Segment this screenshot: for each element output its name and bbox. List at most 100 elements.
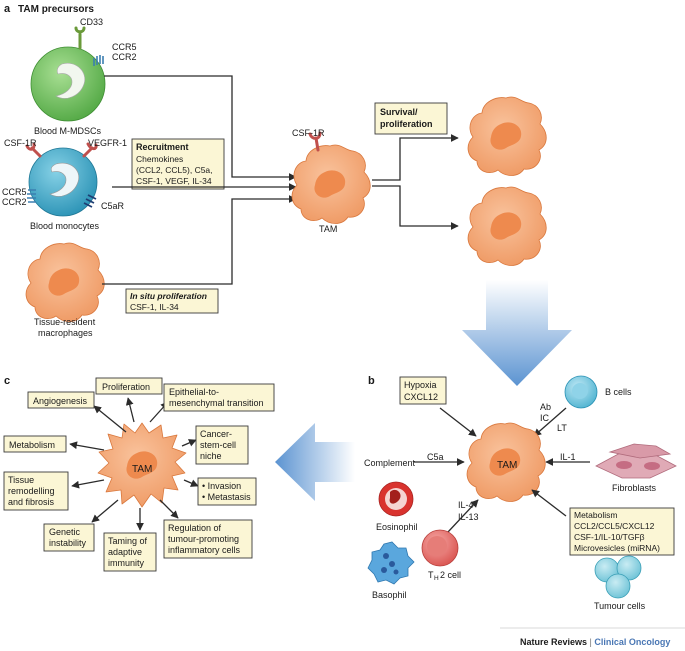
taming-label-1: Taming of bbox=[108, 536, 148, 546]
panel-c-letter: c bbox=[4, 375, 10, 387]
mono-ccr2-label: CCR2 bbox=[2, 197, 27, 207]
tissue-resident-label-2: macrophages bbox=[38, 328, 93, 338]
monocyte-cell bbox=[28, 147, 98, 217]
survival-line-1: Survival/ bbox=[380, 107, 418, 117]
b-cell bbox=[564, 375, 598, 409]
mdsc-ccr2-label: CCR2 bbox=[112, 52, 137, 62]
basophil-label: Basophil bbox=[372, 590, 407, 600]
metabolism-c-label: Metabolism bbox=[9, 440, 55, 450]
mdsc-ccr5-label: CCR5 bbox=[112, 42, 137, 52]
angiogenesis-label: Angiogenesis bbox=[33, 396, 88, 406]
th2-label-sub: H bbox=[434, 575, 439, 582]
footer-journal: Nature Reviews bbox=[520, 637, 587, 647]
fibroblast-cells bbox=[595, 443, 677, 479]
il13-label: IL-13 bbox=[458, 512, 479, 522]
recruitment-line: CSF-1, VEGF, IL-34 bbox=[136, 176, 212, 186]
il4-label: IL-4 bbox=[458, 500, 474, 510]
big-down-arrow bbox=[462, 280, 572, 386]
panel-c-tam-label: TAM bbox=[132, 464, 152, 475]
tissue-to-tam-arrow bbox=[102, 195, 297, 285]
mono-c5ar-label: C5aR bbox=[101, 201, 125, 211]
cd33-receptor-icon bbox=[74, 26, 86, 50]
recruitment-box bbox=[131, 138, 225, 190]
cxcl12-label: CXCL12 bbox=[404, 392, 438, 402]
regulation-box bbox=[163, 519, 253, 559]
big-left-arrow bbox=[275, 423, 355, 501]
tissue-resident-label: Tissue-resident bbox=[34, 317, 96, 327]
emt-box bbox=[163, 383, 275, 412]
proliferated-tam-lower bbox=[467, 186, 547, 266]
proliferation-box bbox=[95, 377, 163, 395]
tissue-remodelling-box bbox=[3, 471, 69, 511]
invasion-box bbox=[197, 477, 257, 506]
genetic-label-1: Genetic bbox=[49, 527, 81, 537]
tumour-cells bbox=[594, 555, 642, 599]
mono-ccr-receptor-icon bbox=[27, 189, 36, 203]
th2-cell bbox=[421, 529, 459, 567]
metabolism-box bbox=[569, 507, 675, 556]
c5a-label: C5a bbox=[427, 452, 444, 462]
mono-csf1r-label: CSF-1R bbox=[4, 138, 37, 148]
il1-label: IL-1 bbox=[560, 452, 576, 462]
emt-label-2: mesenchymal transition bbox=[169, 398, 264, 408]
mono-ccr5-label: CCR5 bbox=[2, 187, 27, 197]
insitu-box bbox=[125, 288, 219, 314]
tissue-remodelling-label-3: and fibrosis bbox=[8, 497, 55, 507]
emt-label-1: Epithelial-to- bbox=[169, 387, 219, 397]
tam-csf1r-receptor-icon bbox=[308, 131, 322, 152]
mdsc-ccr-receptor-icon bbox=[93, 55, 104, 66]
taming-label-2: adaptive bbox=[108, 547, 142, 557]
bcell-arrow bbox=[533, 407, 567, 437]
th2-label-main: T bbox=[428, 570, 434, 580]
metabolism-line: CCL2/CCL5/CXCL12 bbox=[574, 521, 655, 531]
hypoxia-arrow bbox=[439, 407, 477, 437]
niche-label-3: niche bbox=[200, 451, 222, 461]
survival-box bbox=[374, 102, 448, 135]
regulation-label-3: inflammatory cells bbox=[168, 545, 241, 555]
tissue-remodelling-label-2: remodelling bbox=[8, 486, 55, 496]
tam-to-upper-arrow bbox=[372, 134, 459, 181]
ab-label: Ab bbox=[540, 402, 551, 412]
tam-csf1r-label: CSF-1R bbox=[292, 128, 325, 138]
panel-b-tam-label: TAM bbox=[497, 460, 517, 471]
eosinophil-cell bbox=[378, 481, 414, 517]
fibroblasts-label: Fibroblasts bbox=[612, 483, 657, 493]
monocyte-label: Blood monocytes bbox=[30, 221, 100, 231]
central-tam-label: TAM bbox=[319, 224, 337, 234]
tam-to-lower-arrow bbox=[372, 185, 459, 230]
mono-vegfr1-receptor-icon bbox=[82, 142, 98, 158]
survival-line-2: proliferation bbox=[380, 119, 433, 129]
metabolism-c-box bbox=[3, 435, 67, 453]
metabolism-line: CSF-1/IL-10/TGFβ bbox=[574, 532, 645, 542]
insitu-line: CSF-1, IL-34 bbox=[130, 302, 179, 312]
insitu-title: In situ proliferation bbox=[130, 291, 207, 301]
cd33-label: CD33 bbox=[80, 17, 103, 27]
panel-a-letter: a bbox=[4, 3, 11, 15]
taming-label-3: immunity bbox=[108, 558, 145, 568]
bcells-label: B cells bbox=[605, 387, 632, 397]
genetic-instability-box bbox=[43, 523, 95, 552]
tumour-cells-label: Tumour cells bbox=[594, 601, 646, 611]
complement-label: Complement bbox=[364, 458, 416, 468]
tumour-arrow bbox=[531, 489, 567, 517]
panel-a-title: TAM precursors bbox=[18, 4, 94, 15]
niche-box bbox=[195, 425, 249, 465]
recruitment-line: (CCL2, CCL5), C5a, bbox=[136, 165, 213, 175]
mdsc-cell bbox=[30, 46, 106, 122]
hypoxia-label: Hypoxia bbox=[404, 380, 437, 390]
tissue-remodelling-label-1: Tissue bbox=[8, 475, 34, 485]
mono-vegfr1-label: VEGFR-1 bbox=[88, 138, 127, 148]
central-tam-cell bbox=[291, 144, 371, 225]
footer-section: Clinical Oncology bbox=[594, 637, 670, 647]
hypoxia-box bbox=[399, 376, 447, 405]
metabolism-line: Microvesicles (miRNA) bbox=[574, 543, 660, 553]
lt-label: LT bbox=[557, 423, 567, 433]
taming-box bbox=[103, 532, 157, 572]
mono-c5ar-receptor-icon bbox=[83, 194, 97, 208]
niche-label-1: Cancer- bbox=[200, 429, 232, 439]
regulation-label-2: tumour-promoting bbox=[168, 534, 239, 544]
invasion-label: • Invasion bbox=[202, 481, 241, 491]
footer-credit: Nature Reviews | Clinical Oncology bbox=[520, 637, 670, 647]
genetic-label-2: instability bbox=[49, 538, 87, 548]
